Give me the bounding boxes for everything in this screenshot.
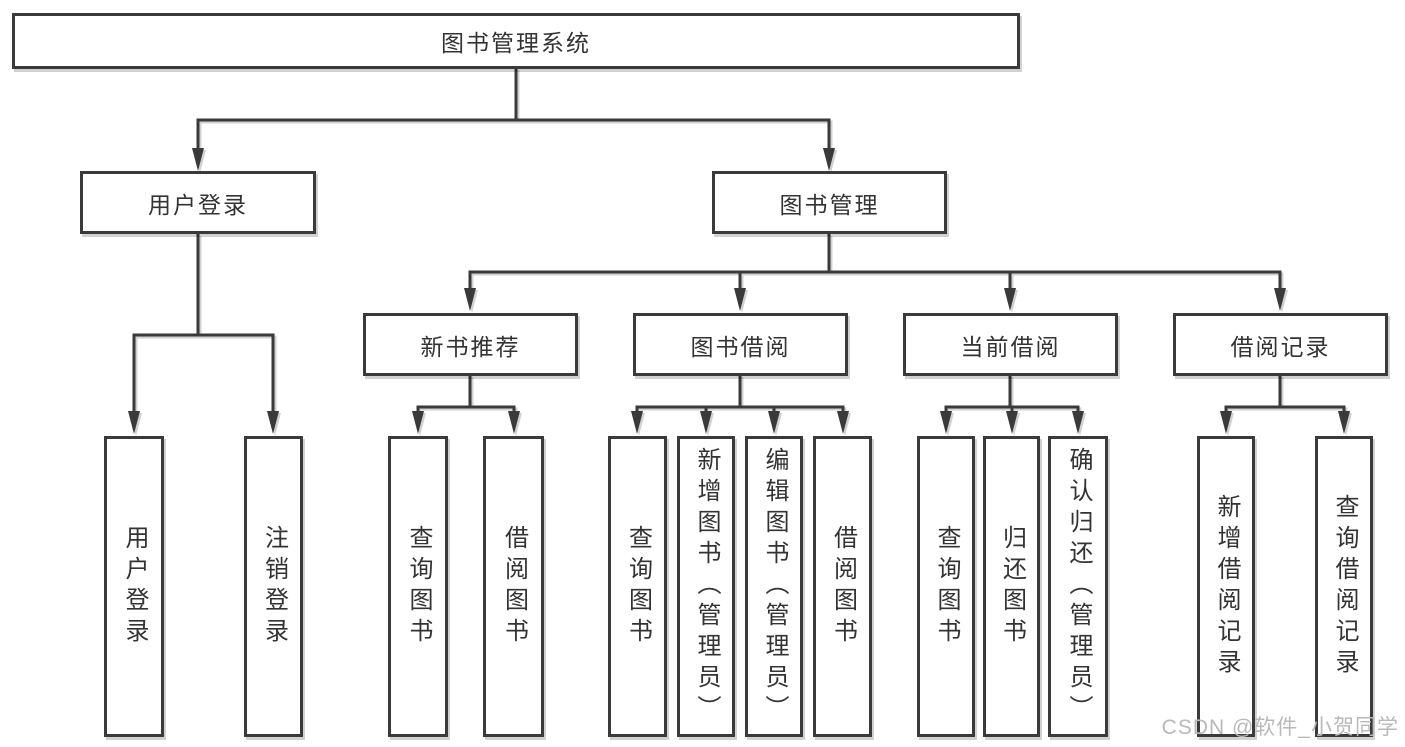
wire-current-to-children — [944, 375, 1080, 412]
arrow-icon — [1006, 411, 1018, 434]
leaf-borrow-add-books-admin: 新增图书（管理员） — [677, 436, 735, 737]
arrow-icon — [1220, 411, 1232, 434]
node-label: 用户登录 — [121, 524, 148, 649]
wire-root-to-level2 — [196, 68, 831, 149]
arrow-icon — [412, 411, 424, 434]
node-label: 新增借阅记录 — [1213, 493, 1240, 680]
node-user-login: 用户登录 — [80, 171, 316, 234]
node-label: 新增图书（管理员） — [693, 447, 720, 726]
node-label: 确认归还（管理员） — [1065, 447, 1092, 726]
arrow-icon — [128, 411, 140, 434]
arrow-icon — [1274, 288, 1286, 311]
leaf-borrow-edit-books-admin: 编辑图书（管理员） — [745, 436, 803, 737]
node-current-borrowing: 当前借阅 — [903, 313, 1118, 376]
leaf-borrow-borrow-books: 借阅图书 — [813, 436, 872, 737]
arrow-icon — [823, 148, 835, 171]
arrow-icon — [940, 411, 952, 434]
node-label: 查询图书 — [405, 524, 432, 649]
leaf-logout: 注销登录 — [244, 436, 303, 737]
node-label: 新书推荐 — [420, 333, 521, 360]
arrow-icon — [631, 411, 643, 434]
node-label: 编辑图书（管理员） — [761, 447, 788, 726]
wire-bookmgmt-to-level3 — [468, 234, 1282, 289]
arrow-icon — [267, 411, 279, 434]
wire-userlogin-to-children — [132, 234, 275, 412]
node-label: 注销登录 — [260, 524, 288, 649]
arrow-icon — [1338, 411, 1350, 434]
node-label: 归还图书 — [998, 524, 1026, 649]
node-label: 借阅图书 — [500, 524, 528, 649]
csdn-watermark: CSDN @软件_小贺同学 — [1161, 716, 1399, 739]
node-book-management: 图书管理 — [712, 171, 947, 234]
node-label: 借阅记录 — [1230, 333, 1331, 360]
node-label: 借阅图书 — [829, 524, 857, 649]
leaf-current-confirm-return-admin: 确认归还（管理员） — [1048, 436, 1108, 737]
arrow-icon — [1072, 411, 1084, 434]
arrow-icon — [768, 411, 780, 434]
leaf-recommend-borrow-books: 借阅图书 — [483, 436, 544, 737]
leaf-current-return-books: 归还图书 — [983, 436, 1040, 737]
leaf-user-login: 用户登录 — [104, 436, 164, 737]
node-label: 图书管理 — [779, 191, 880, 218]
leaf-records-query-borrow-record: 查询借阅记录 — [1315, 436, 1373, 737]
node-label: 用户登录 — [148, 191, 248, 218]
wire-recommend-to-children — [416, 375, 516, 412]
node-root-system: 图书管理系统 — [12, 13, 1020, 69]
leaf-current-query-books: 查询图书 — [917, 436, 975, 737]
node-new-book-recommend: 新书推荐 — [363, 313, 578, 376]
arrow-icon — [700, 411, 712, 434]
node-label: 查询图书 — [624, 524, 652, 649]
node-label: 当前借阅 — [960, 333, 1061, 360]
arrow-icon — [464, 288, 476, 311]
node-book-borrowing: 图书借阅 — [633, 313, 848, 376]
node-label: 查询借阅记录 — [1331, 493, 1358, 680]
leaf-borrow-query-books: 查询图书 — [608, 436, 667, 737]
arrow-icon — [734, 288, 746, 311]
wire-borrow-to-children — [635, 375, 845, 412]
arrow-icon — [837, 411, 849, 434]
node-label: 图书管理系统 — [441, 30, 591, 56]
arrow-icon — [192, 148, 204, 171]
arrowheads — [128, 148, 1350, 434]
arrow-icon — [1004, 288, 1016, 311]
node-label: 查询图书 — [933, 524, 960, 649]
wire-records-to-children — [1224, 375, 1346, 412]
leaf-recommend-query-books: 查询图书 — [388, 436, 448, 737]
leaf-records-add-borrow-record: 新增借阅记录 — [1197, 436, 1255, 737]
arrow-icon — [508, 411, 520, 434]
node-label: 图书借阅 — [690, 333, 791, 360]
node-borrowing-records: 借阅记录 — [1173, 313, 1388, 376]
